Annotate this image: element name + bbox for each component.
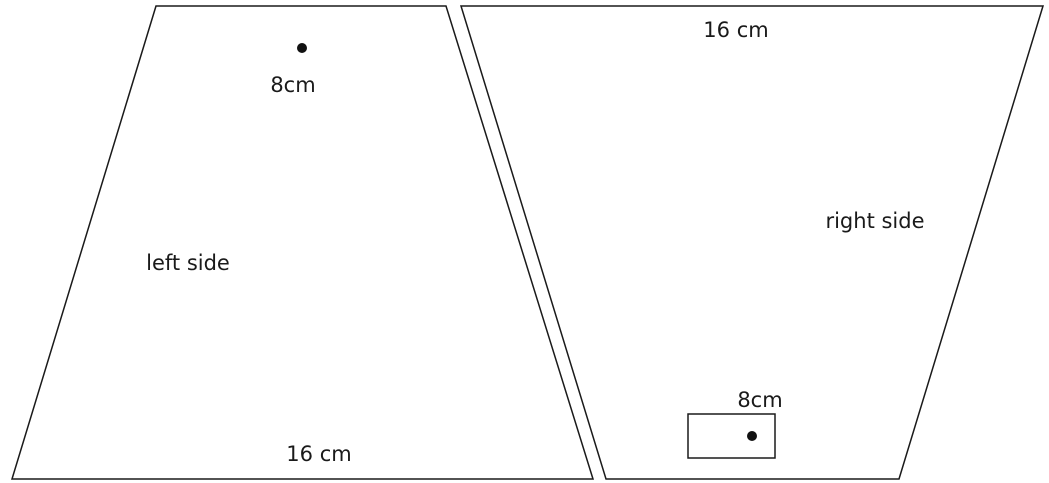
left-piece-marker-dot [297,43,307,53]
left-piece: 8cm left side 16 cm [10,5,595,480]
right-piece-bottom-label: 8cm [737,388,782,412]
right-piece-outline [459,5,1045,480]
left-piece-bottom-label: 16 cm [286,442,351,466]
left-piece-middle-label: left side [146,251,230,275]
left-piece-top-label: 8cm [270,73,315,97]
right-piece-top-label: 16 cm [703,18,768,42]
left-piece-outline [10,5,595,480]
right-piece-middle-label: right side [825,209,924,233]
right-piece-marker-box [687,413,776,459]
right-piece-marker-dot [747,431,757,441]
right-piece: 16 cm right side 8cm [459,5,1045,480]
